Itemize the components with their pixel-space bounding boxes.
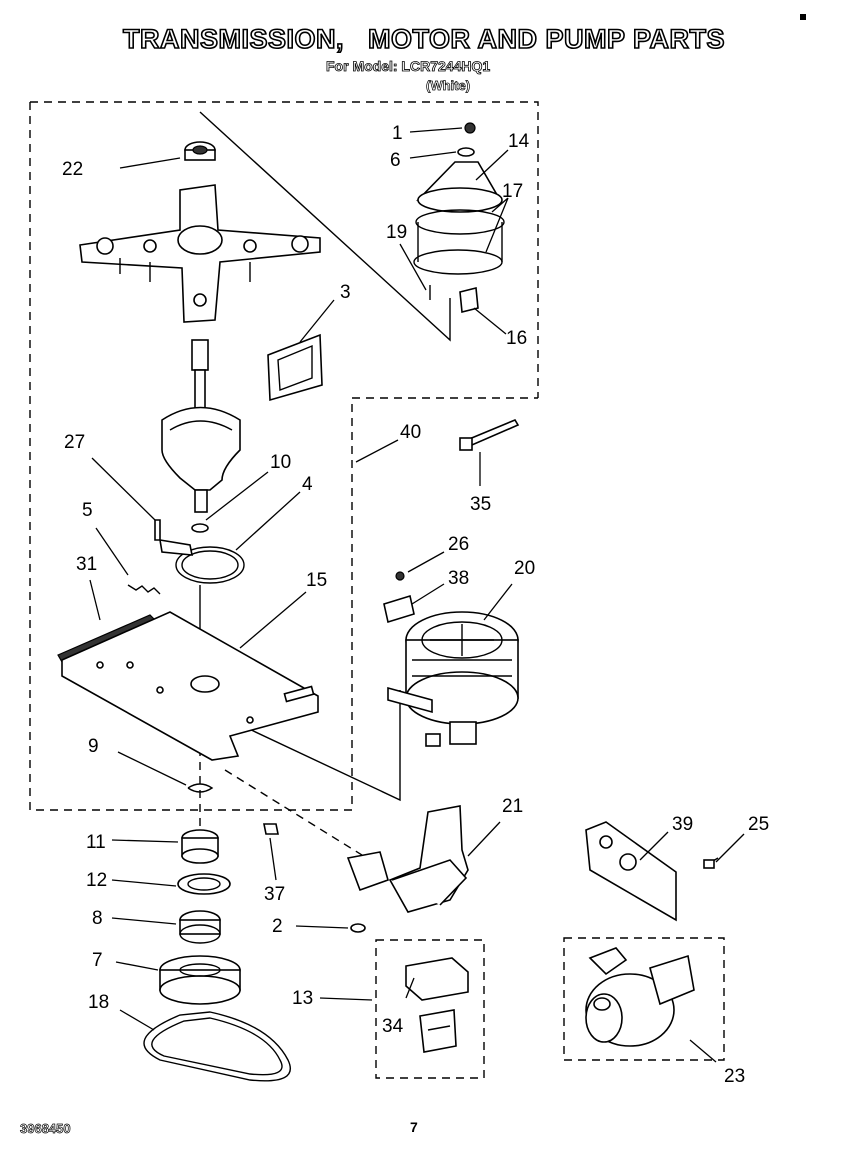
model-label: For Model: LCR7244HQ1 [326,58,491,75]
callout-16: 16 [506,328,527,349]
part-23-cap [184,141,216,161]
leader-lines [89,127,745,1063]
callout-6: 6 [390,150,401,171]
callout-25: 25 [748,814,769,835]
callout-23: 22 [62,159,83,180]
part-18-belt [143,1011,291,1082]
part-3-gasket [267,333,323,402]
guide-line-motor [229,690,401,802]
part-21-bracket [346,805,469,913]
guide-line-bracket [224,769,371,861]
callout-15: 15 [306,570,327,591]
part-22-pump [585,947,695,1047]
part-20-motor [387,611,519,747]
callout-1: 1 [392,123,403,144]
callout-38: 38 [448,568,469,589]
part-26-screw [395,571,405,581]
part-35-strap [459,418,520,451]
page-title: TRANSMISSION, MOTOR AND PUMP PARTS [122,23,726,55]
part-12-ring [177,873,231,895]
part-6-washer [457,147,475,157]
part-34-switch [405,957,469,1053]
callout-31: 31 [76,554,97,575]
callout-13: 13 [292,988,313,1009]
callout-8: 8 [92,908,103,929]
document-number: 3968450 [20,1121,71,1137]
part-16-bracket [459,286,479,314]
motor-switch-group-box [375,939,485,1079]
callout-40: 40 [400,422,421,443]
part-14-cone [416,161,503,213]
transmission-group-box [29,101,539,811]
callout-37: 37 [264,884,285,905]
part-2-nut [350,923,366,933]
variant-label: (White) [426,78,471,94]
callout-9: 9 [88,736,99,757]
corner-mark [800,14,806,20]
callout-11: 11 [86,832,106,853]
callout-17: 17 [502,181,523,202]
callout-4: 4 [302,474,313,495]
callout-21: 21 [502,796,523,817]
callout-14: 14 [508,131,530,152]
callout-12: 12 [86,870,107,891]
callout-18: 18 [88,992,109,1013]
part-25-screw [703,857,719,869]
callout-10: 10 [270,452,291,473]
part-1-screw [464,122,476,134]
callout-35: 35 [470,494,491,515]
callout-5: 5 [82,500,93,521]
part-37-clip [263,823,279,835]
callout-22: 23 [724,1066,745,1087]
callout-26: 26 [448,534,469,555]
callout-19: 19 [386,222,407,243]
part-11-bearing [181,829,219,864]
callout-34: 34 [382,1016,404,1037]
callout-39: 39 [672,814,693,835]
callout-2: 2 [272,916,283,937]
part-17-gaskets [413,209,505,275]
part-39-panel [585,821,677,922]
part-4-clamp [154,519,245,584]
part-drive-block [79,184,321,323]
part-9-retainer [187,783,214,793]
callout-3: 3 [340,282,351,303]
part-5-spring [127,584,161,595]
part-15-base [61,611,319,761]
part-7-pulley [159,955,241,1005]
callout-20: 20 [514,558,535,579]
page-number: 7 [410,1119,418,1135]
part-8-hub [179,910,221,944]
callout-labels: 22 3 27 10 4 5 31 15 9 11 12 8 7 18 37 2… [62,123,769,1087]
callout-27: 27 [64,432,85,453]
part-transmission [161,339,241,513]
guide-line-clutch [199,111,451,342]
part-38-bracket [383,594,415,624]
callout-7: 7 [92,950,103,971]
